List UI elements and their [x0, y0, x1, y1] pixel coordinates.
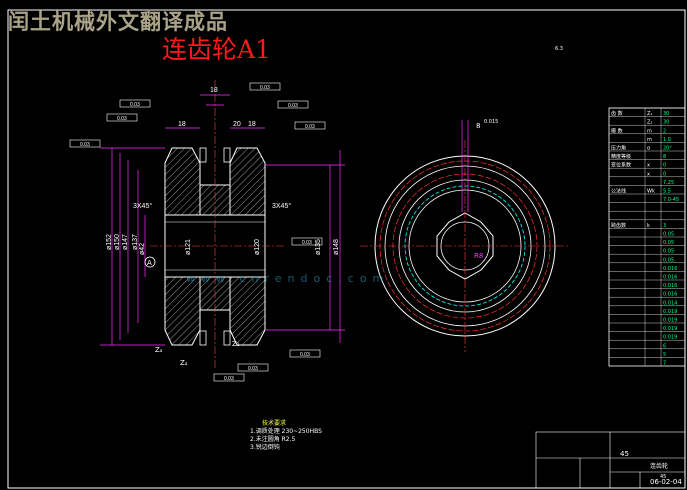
table-cell: m	[647, 137, 652, 143]
table-cell: 0.05	[663, 240, 674, 246]
chamfer-left: 3X45°	[133, 202, 152, 210]
table-cell: 0.016	[663, 292, 677, 298]
tol-7: 0.03	[302, 240, 312, 246]
chamfer-right: 3X45°	[272, 202, 291, 210]
table-cell: 20°	[663, 146, 672, 152]
table-cell: 7.25	[663, 180, 674, 186]
table-cell: x	[647, 163, 650, 169]
z-label-1: Zₐ	[155, 346, 163, 354]
dim-d148: ø148	[333, 239, 340, 255]
table-cell: 2	[663, 128, 666, 134]
dim-d120: ø120	[254, 239, 261, 255]
table-cell: 0.05	[663, 249, 674, 255]
table-cell: 5	[663, 352, 666, 358]
dim-18-left: 18	[178, 121, 186, 128]
table-cell: 变位系数	[611, 162, 631, 169]
roughness-symbol: 6.3	[555, 46, 563, 52]
table-cell: 0.019	[663, 326, 677, 332]
table-cell: 0.019	[663, 309, 677, 315]
table-cell: k	[647, 223, 650, 229]
table-cell: 公法线	[611, 188, 626, 195]
table-cell: 0.014	[663, 300, 677, 306]
tech-line-2: 2.未注圆角 R2.5	[250, 436, 296, 443]
key-dim: 8	[476, 122, 480, 130]
z-label-2: Zₐ	[180, 359, 188, 367]
dim-18-top: 18	[210, 87, 218, 94]
table-cell: m	[647, 128, 652, 134]
table-cell: 6	[663, 343, 666, 349]
table-cell: 3	[663, 223, 666, 229]
tol-5: 0.03	[288, 103, 298, 109]
table-cell: α	[647, 146, 651, 152]
table-cell: 0.05	[663, 257, 674, 263]
title-block	[535, 431, 686, 489]
table-cell: 30	[663, 111, 669, 117]
tol-8: 0.03	[300, 352, 310, 358]
tol-6: 0.03	[305, 124, 315, 130]
dim-d42: ø42	[139, 243, 146, 255]
table-cell: 7.0-45	[663, 197, 679, 203]
table-cell: 0.016	[663, 275, 677, 281]
drawing-title: 连齿轮A1	[162, 35, 271, 64]
table-cell: x	[647, 171, 650, 177]
table-cell: 5.5	[663, 189, 671, 195]
front-view	[360, 120, 570, 352]
tech-heading: 技术要求	[262, 420, 287, 427]
tech-line-1: 1.调质处理 230~250HBS	[250, 428, 322, 435]
table-cell: 0.016	[663, 283, 677, 289]
dim-20: 20	[233, 121, 241, 128]
table-cell: 压力角	[611, 145, 626, 152]
dim-d135: ø135	[315, 239, 322, 255]
tolerance-frames	[69, 82, 326, 382]
tol-10: 0.03	[224, 376, 234, 382]
watermark-text: 闰土机械外文翻译成品	[8, 10, 228, 34]
tol-9: 0.03	[248, 366, 258, 372]
table-cell: 0.019	[663, 318, 677, 324]
table-cell: 模 数	[611, 127, 623, 134]
table-cell: Wk	[647, 189, 655, 195]
title-block-drawing-no: 06-02-04	[650, 478, 682, 486]
table-cell: 8	[663, 154, 666, 160]
table-cell: 1.0	[663, 137, 671, 143]
table-cell: 0.016	[663, 266, 677, 272]
tol-1: 0.03	[130, 102, 140, 108]
title-block-scale: 45	[620, 450, 629, 458]
table-cell: 跨齿数	[611, 222, 626, 229]
table-cell: 0.05	[663, 232, 674, 238]
r8-dim: R8	[474, 252, 483, 260]
table-cell: 0	[663, 171, 666, 177]
table-cell: 30	[663, 120, 669, 126]
table-cell: 齿 数	[611, 110, 623, 117]
dimension-lines	[100, 94, 345, 346]
table-cell: 0	[663, 163, 666, 169]
dim-18-right: 18	[248, 121, 256, 128]
table-cell: 7	[663, 361, 666, 367]
table-cell: 0.019	[663, 335, 677, 341]
datum-marker	[144, 256, 156, 268]
tol-2: 0.03	[117, 116, 127, 122]
datum-label: A	[147, 259, 152, 267]
tol-4: 0.03	[260, 85, 270, 91]
dim-d152: ø152	[106, 234, 113, 250]
table-cell: 精度等级	[611, 153, 631, 160]
tech-line-3: 3.锐边倒钝	[250, 444, 280, 451]
dim-d137: ø137	[132, 234, 139, 250]
watermark-url: www.cnrendoc.com	[186, 272, 390, 285]
key-tolerance: 0.015	[484, 119, 498, 125]
dim-d121: ø121	[185, 239, 192, 255]
table-cell: Z₁	[647, 111, 652, 117]
dim-d147: ø147	[122, 234, 129, 250]
title-block-material: 45	[660, 474, 666, 480]
z-label-3: Z₁	[232, 340, 240, 348]
table-cell: Z₂	[647, 120, 652, 126]
dim-d150: ø150	[114, 234, 121, 250]
tol-3: 0.03	[80, 142, 90, 148]
title-block-name: 连齿轮	[650, 462, 668, 470]
technical-requirements: 技术要求 1.调质处理 230~250HBS 2.未注圆角 R2.5 3.锐边倒…	[250, 420, 322, 452]
section-view	[150, 80, 285, 370]
